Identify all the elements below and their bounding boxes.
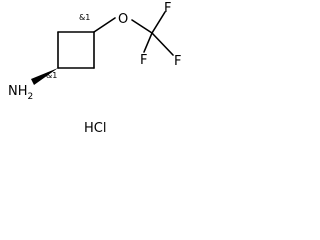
- amine-subscript-label: 2: [28, 92, 34, 102]
- amine-label: NH2: [8, 84, 33, 102]
- amine-nh-label: NH: [8, 84, 28, 99]
- fluorine-left-label: F: [140, 53, 147, 68]
- bond-c-o: [93, 17, 116, 33]
- structure-diagram: &1 &1 O F F F NH2 HCl: [8, 1, 181, 136]
- stereo-label-upper: &1: [79, 13, 90, 22]
- wedge-bond-c-n: [31, 68, 58, 85]
- stereo-label-lower: &1: [46, 71, 57, 80]
- bond-c-f-right: [151, 32, 174, 56]
- bond-o-c: [131, 19, 153, 34]
- bond-c-f-left: [143, 32, 153, 53]
- bond-c-f-top: [151, 11, 166, 34]
- fluorine-top-label: F: [164, 1, 171, 16]
- oxygen-atom-label: O: [118, 12, 128, 27]
- fluorine-right-label: F: [174, 54, 181, 69]
- salt-label: HCl: [84, 121, 106, 136]
